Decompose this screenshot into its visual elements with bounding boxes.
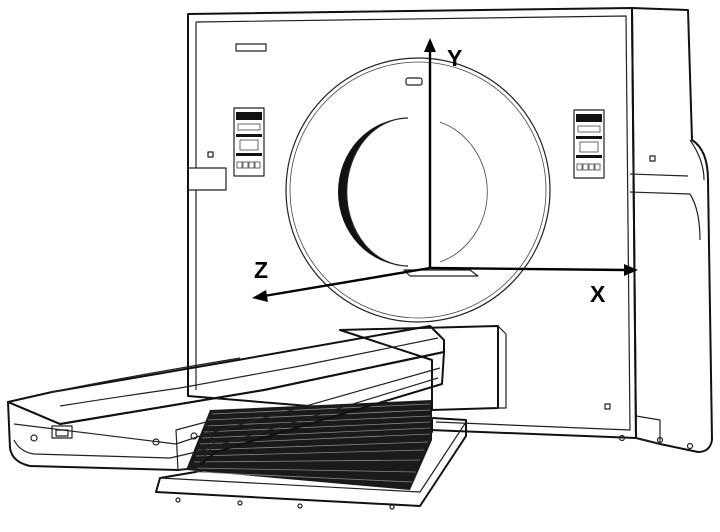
left-control-panel: [233, 107, 265, 177]
patient-table: [7, 325, 445, 471]
x-axis-arrowhead: [624, 264, 638, 276]
gantry-bore: [285, 57, 551, 323]
z-axis-line: [263, 266, 431, 298]
y-axis-label: Y: [447, 45, 462, 71]
y-axis-arrowhead: [424, 38, 436, 52]
z-axis-label: Z: [254, 257, 268, 283]
coordinate-axes: Y X Z: [252, 38, 638, 307]
gantry: [187, 7, 713, 453]
right-control-panel: [573, 109, 605, 179]
x-axis-line: [429, 266, 627, 272]
z-axis-arrowhead: [252, 290, 268, 302]
x-axis-label: X: [590, 281, 606, 307]
